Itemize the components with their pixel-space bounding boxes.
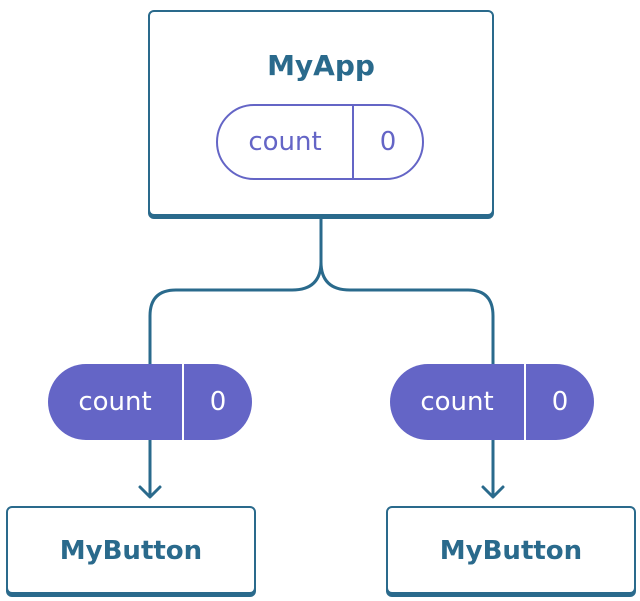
right-prop-name: count — [390, 364, 526, 440]
left-prop-value: 0 — [209, 387, 227, 417]
connector-branch-right — [319, 261, 495, 364]
right-prop-value: 0 — [551, 387, 569, 417]
arrow-head-right-icon — [481, 485, 505, 499]
left-prop-name: count — [48, 364, 184, 440]
left-prop-pill: count 0 — [48, 364, 252, 440]
myapp-state-pill: count 0 — [216, 104, 424, 180]
myapp-component-title: MyApp — [267, 49, 375, 82]
mybutton-left-component-box: MyButton — [6, 506, 256, 594]
myapp-state-name: count — [218, 106, 354, 178]
connector-root-trunk — [291, 218, 323, 292]
arrow-head-left-icon — [138, 485, 162, 499]
connector-branch-left — [148, 288, 292, 364]
mybutton-right-component-box: MyButton — [386, 506, 636, 594]
mybutton-left-title: MyButton — [59, 536, 203, 566]
mybutton-right-title: MyButton — [439, 536, 583, 566]
myapp-state-value: 0 — [379, 127, 397, 157]
right-prop-pill: count 0 — [390, 364, 594, 440]
